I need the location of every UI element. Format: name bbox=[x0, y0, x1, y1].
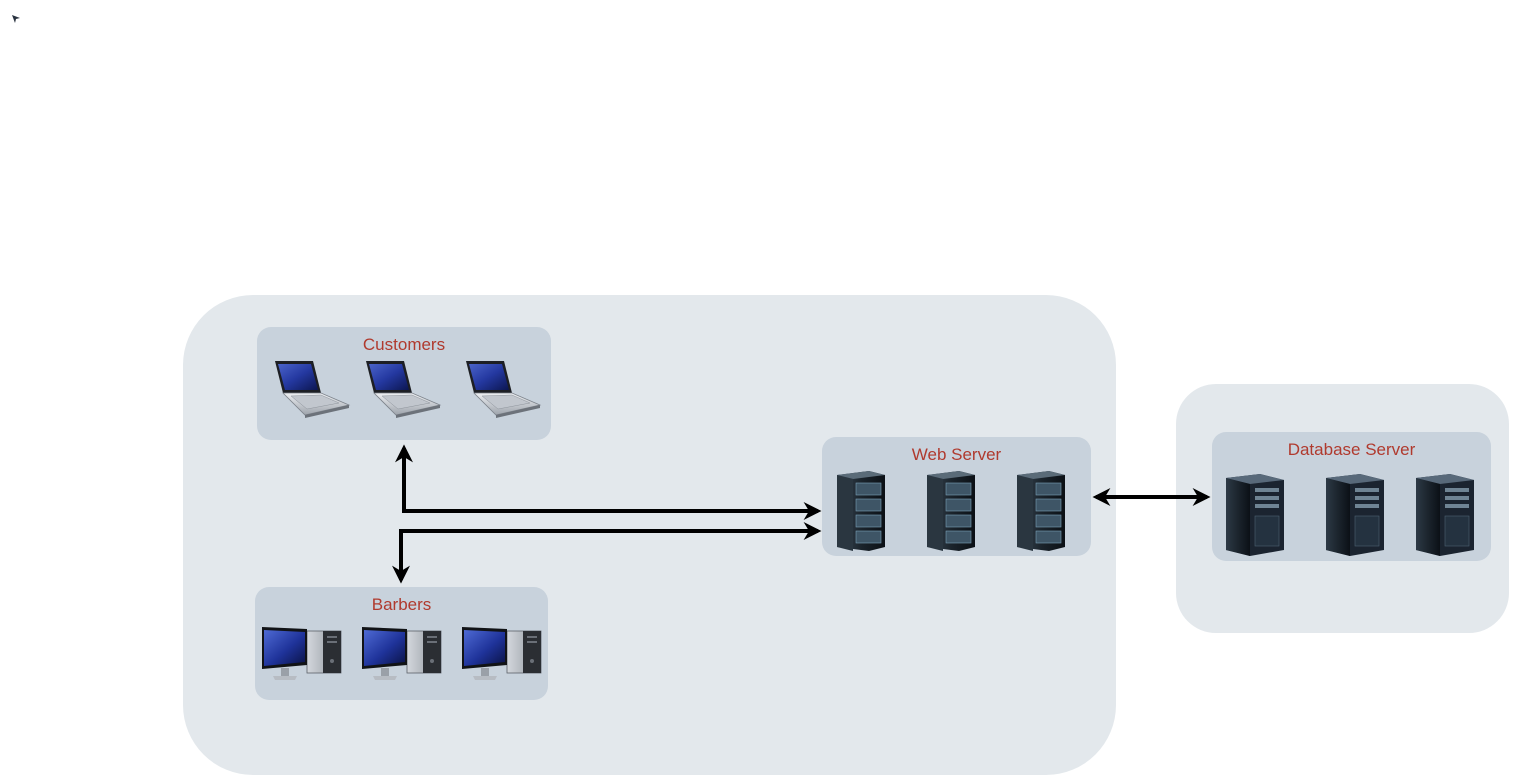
tower-server-icon bbox=[1414, 472, 1476, 561]
desktop-computer-icon bbox=[461, 627, 543, 688]
barbers-web-server-connector[interactable] bbox=[392, 522, 822, 584]
customers-group[interactable]: Customers bbox=[257, 327, 551, 440]
web-server-group[interactable]: Web Server bbox=[822, 437, 1091, 556]
rack-server-icon bbox=[925, 469, 977, 556]
desktop-computer-icon bbox=[261, 627, 343, 688]
laptop-icon bbox=[360, 359, 442, 426]
web-server-title: Web Server bbox=[911, 445, 1002, 464]
desktop-computer-icon bbox=[361, 627, 443, 688]
mouse-cursor-icon bbox=[11, 11, 21, 29]
customers-web-server-connector[interactable] bbox=[395, 444, 822, 520]
barbers-group[interactable]: Barbers bbox=[255, 587, 548, 700]
database-server-title: Database Server bbox=[1287, 440, 1416, 459]
laptop-icon bbox=[269, 359, 351, 426]
rack-server-icon bbox=[835, 469, 887, 556]
customers-title: Customers bbox=[362, 335, 446, 354]
rack-server-icon bbox=[1015, 469, 1067, 556]
barbers-title: Barbers bbox=[371, 595, 432, 614]
tower-server-icon bbox=[1324, 472, 1386, 561]
tower-server-icon bbox=[1224, 472, 1286, 561]
laptop-icon bbox=[460, 359, 542, 426]
database-server-group[interactable]: Database Server bbox=[1212, 432, 1491, 561]
